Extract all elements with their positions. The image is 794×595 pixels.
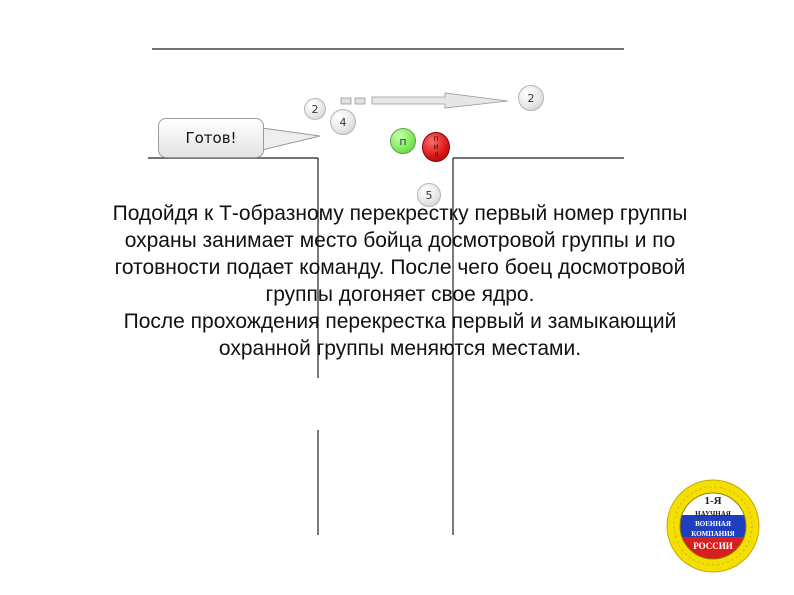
speech-bubble-tail [261,127,321,151]
caption-line: охраны занимает место бойца досмотровой … [124,229,676,252]
node-top-left-2: 2 [304,98,326,120]
logo-line-3: ВОЕННАЯ [695,520,731,528]
node-red: п и л [422,132,450,162]
logo-line-4: КОМПАНИЯ [691,530,735,538]
movement-arrow [371,92,509,109]
node-p: п [390,128,416,154]
caption-line: группы догоняет свое ядро. [265,283,535,306]
node-5: 5 [417,183,441,207]
arrow-dash-1 [340,97,352,105]
caption-text: Подойдя к Т-образному перекрестку первый… [55,200,745,362]
logo-line-1: 1-Я [704,495,722,507]
caption-line: охранной группы меняются местами. [218,337,582,360]
caption-line: После прохождения перекрестка первый и з… [123,310,677,333]
logo-emblem: 1-Я НАУЧНАЯ ВОЕННАЯ КОМПАНИЯ РОССИИ [666,479,760,573]
caption-line: Подойдя к Т-образному перекрестку первый… [112,202,688,225]
node-4: 4 [330,109,356,135]
node-red-line-2: и [433,142,439,151]
logo-line-2: НАУЧНАЯ [695,510,731,518]
node-top-right-2: 2 [518,85,544,111]
arrow-dash-2 [354,97,366,105]
speech-bubble: Готов! [158,118,264,158]
node-red-line-1: п [433,134,439,143]
logo-badge-icon [666,479,760,573]
caption-line: готовности подает команду. После чего бо… [114,256,686,279]
node-red-line-3: л [433,150,439,159]
logo-line-5: РОССИИ [693,541,733,551]
